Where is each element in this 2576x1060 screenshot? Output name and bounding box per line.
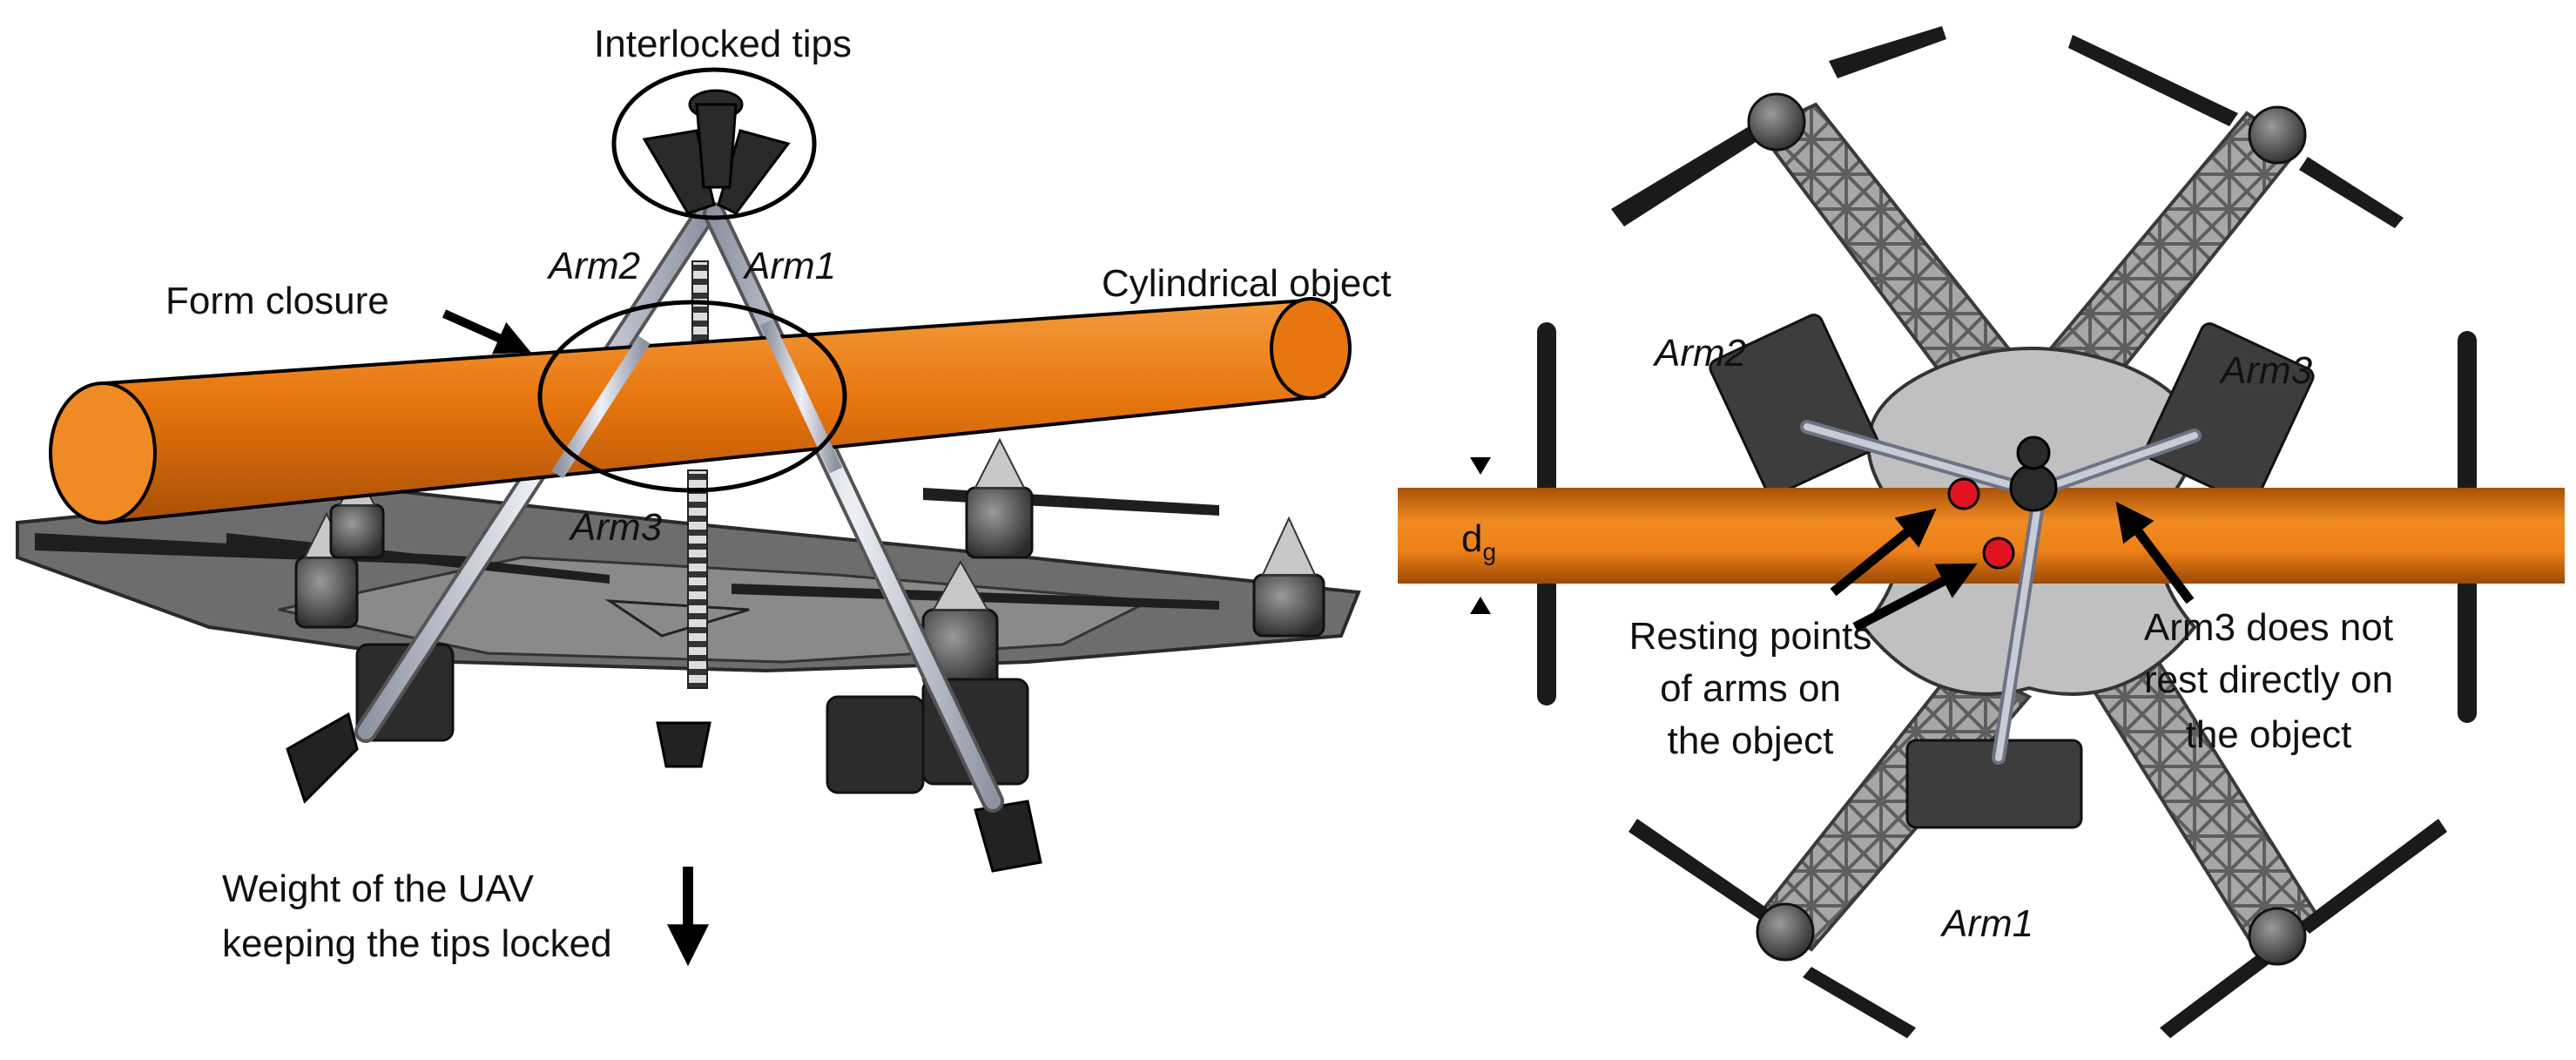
propeller-blade bbox=[1803, 967, 1916, 1038]
motor bbox=[1252, 516, 1325, 638]
cylinder-end-cap bbox=[1270, 297, 1352, 400]
servo bbox=[826, 695, 925, 794]
tips-callout-ellipse bbox=[611, 67, 817, 220]
label-resting-line2: of arms on bbox=[1660, 667, 1841, 710]
label-dg-main: d bbox=[1461, 517, 1482, 560]
dim-triangle-bottom bbox=[1470, 597, 1491, 614]
rotor-hub bbox=[1756, 902, 1815, 962]
label-resting-line3: the object bbox=[1668, 719, 1834, 762]
form-closure-callout-ellipse bbox=[537, 300, 847, 493]
propeller-blade bbox=[1829, 26, 1946, 78]
servo-block bbox=[1709, 314, 1879, 496]
propeller-blade bbox=[1629, 819, 1777, 925]
rotor-hub bbox=[2248, 907, 2307, 966]
label-cylindrical-object: Cylindrical object bbox=[1102, 262, 1392, 305]
label-arm2-right: Arm2 bbox=[1652, 332, 1746, 375]
cylindrical-object bbox=[49, 297, 1352, 525]
servo-block bbox=[1905, 739, 2083, 829]
label-weight-line1: Weight of the UAV bbox=[222, 868, 535, 910]
foot-cup bbox=[974, 800, 1042, 873]
propeller-blade bbox=[2299, 819, 2447, 934]
resting-point-marker bbox=[1947, 477, 1980, 510]
interlocked-tips bbox=[642, 89, 791, 215]
label-arm3-note-line2: rest directly on bbox=[2144, 658, 2393, 701]
propeller-blade bbox=[2160, 949, 2275, 1038]
propeller-blade bbox=[2068, 35, 2238, 126]
label-weight-line2: keeping the tips locked bbox=[222, 922, 612, 965]
motor bbox=[965, 437, 1034, 559]
label-arm2-left: Arm2 bbox=[546, 245, 640, 287]
propeller-blade bbox=[1611, 105, 1794, 226]
right-cylindrical-object bbox=[1398, 488, 2565, 584]
arm3-note-arrow bbox=[2115, 501, 2195, 604]
resting-arrow-1 bbox=[1830, 508, 1937, 597]
left-foot-cups bbox=[286, 712, 1042, 873]
left-servos bbox=[355, 643, 1029, 794]
center-interlock-knob bbox=[2009, 463, 2058, 512]
label-arm3-note-line1: Arm3 does not bbox=[2144, 606, 2393, 649]
label-arm3-note-line3: the object bbox=[2186, 713, 2352, 756]
resting-point-marker bbox=[1982, 537, 2015, 570]
label-dg-subscript: g bbox=[1482, 538, 1496, 565]
label-arm3-left: Arm3 bbox=[568, 506, 663, 549]
foot-cup bbox=[656, 721, 711, 768]
rotor-hub bbox=[1747, 92, 1806, 152]
tip-cup bbox=[642, 129, 716, 215]
servo-block bbox=[2144, 322, 2315, 505]
label-resting-line1: Resting points bbox=[1629, 615, 1872, 658]
propeller-blade bbox=[2299, 157, 2404, 228]
left-panel-drone bbox=[16, 67, 1361, 967]
right-rotor-hubs bbox=[1747, 92, 2307, 966]
label-arm1-left: Arm1 bbox=[742, 245, 836, 287]
form-closure-arrow bbox=[442, 309, 531, 354]
label-interlocked-tips: Interlocked tips bbox=[594, 23, 852, 65]
resting-arrow-2 bbox=[1852, 563, 1978, 631]
rotor-hub bbox=[2248, 105, 2307, 165]
foot-cup bbox=[286, 712, 359, 804]
dim-triangle-top bbox=[1470, 457, 1491, 475]
label-form-closure: Form closure bbox=[165, 280, 389, 322]
label-arm1-right: Arm1 bbox=[1939, 902, 2033, 945]
right-panel-drone-top-view bbox=[1398, 26, 2565, 1038]
arm-rack-arm3 bbox=[687, 469, 708, 689]
right-servo-blocks bbox=[1709, 314, 2315, 829]
label-arm3-right: Arm3 bbox=[2218, 349, 2313, 392]
cylinder-front-cap bbox=[49, 381, 157, 524]
dg-dimension-markers bbox=[1470, 457, 1491, 614]
label-dg: dg bbox=[1461, 517, 1496, 565]
